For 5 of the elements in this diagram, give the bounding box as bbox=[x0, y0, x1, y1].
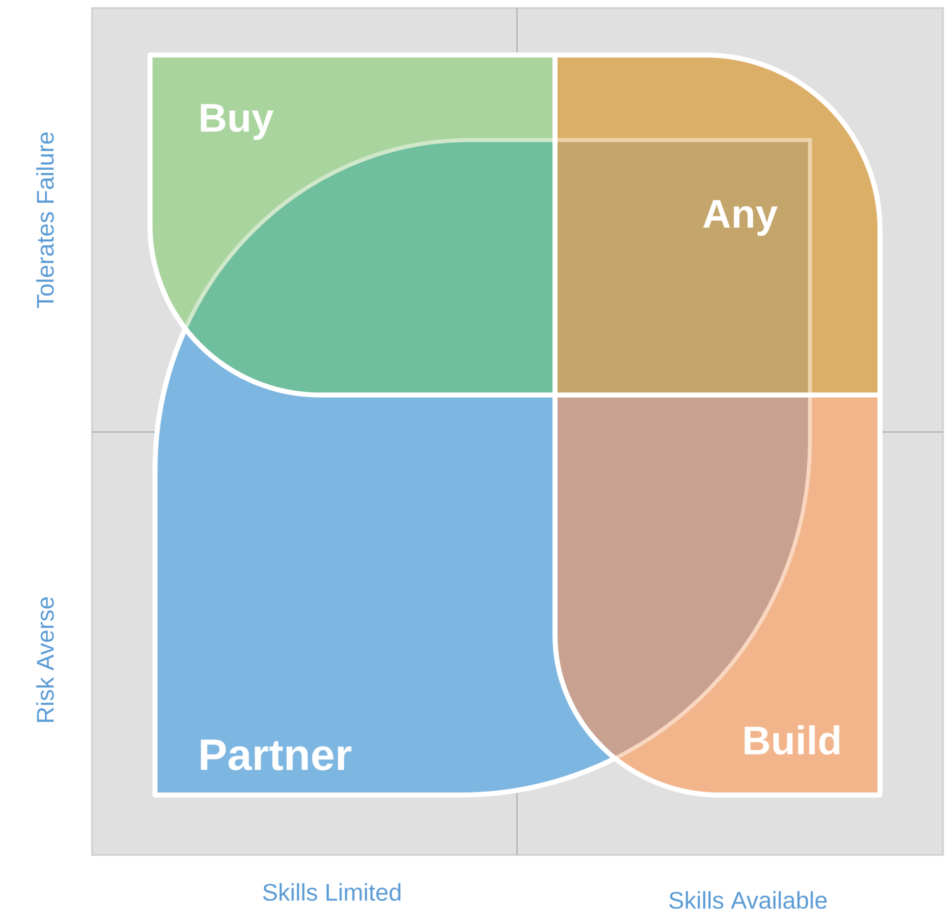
node-label: Buy bbox=[200, 104, 274, 140]
axis-label: Skills Available bbox=[669, 891, 827, 909]
axis-label: Skills Limited bbox=[263, 883, 400, 901]
axis-label: Risk Averse bbox=[36, 597, 54, 722]
axis-label: Tolerates Failure bbox=[36, 132, 54, 308]
